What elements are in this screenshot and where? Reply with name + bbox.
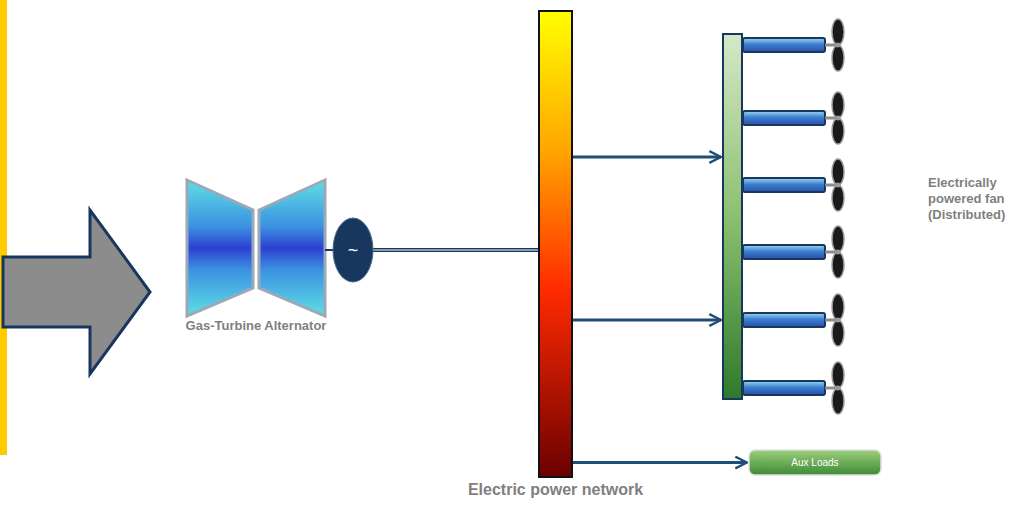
motor [743,313,825,327]
propeller-blade [832,159,844,185]
motor-fan [743,92,844,144]
motor-fan [743,226,844,278]
propeller-blade [832,294,844,320]
power-feed-arrow [573,461,747,464]
hub [836,116,841,121]
power-bus: Electric power network [538,10,573,478]
power-feed-arrow [573,156,721,159]
power-bus-shape [538,10,573,478]
motor-fan [743,19,844,71]
alternator: ~ [333,218,373,282]
shaft [825,184,836,187]
motor [743,245,825,259]
propeller-blade [832,45,844,71]
hub [836,318,841,323]
propeller-blade [832,19,844,45]
hub [836,183,841,188]
motor [743,381,825,395]
propeller-blade [832,92,844,118]
propeller-blade [832,320,844,346]
hub [836,386,841,391]
group-label: Electrically powered fan (Distributed) [928,175,1022,223]
ac-symbol: ~ [333,218,373,282]
shaft [825,44,836,47]
component-label: Gas-Turbine Alternator [171,318,341,333]
input-arrow [3,210,150,374]
shaft [825,251,836,254]
power-line [371,248,538,252]
shaft [825,117,836,120]
power-feed-arrow [573,319,721,322]
aux-loads-box: Aux Loads [748,449,882,476]
propeller-blade [832,252,844,278]
fan-bus-shape [722,33,743,400]
turbine-stage [259,180,325,316]
conductor-gap [371,249,538,250]
motor [743,38,825,52]
propeller-blade [832,362,844,388]
group-label: Electric power network [468,481,643,499]
fan-bus: Electrically powered fan (Distributed) [722,33,743,400]
motor-fan [743,159,844,211]
fan-array [743,19,844,414]
motor-fan [743,294,844,346]
propeller-blade [832,185,844,211]
shaft [825,387,836,390]
side-strip [0,0,7,455]
shaft [825,319,836,322]
motor [743,111,825,125]
propeller-blade [832,388,844,414]
compressor-stage [187,180,253,316]
propeller-blade [832,226,844,252]
propeller-blade [832,118,844,144]
hub [836,43,841,48]
box-label: Aux Loads [748,449,882,476]
motor [743,178,825,192]
hub [836,250,841,255]
motor-fan [743,362,844,414]
